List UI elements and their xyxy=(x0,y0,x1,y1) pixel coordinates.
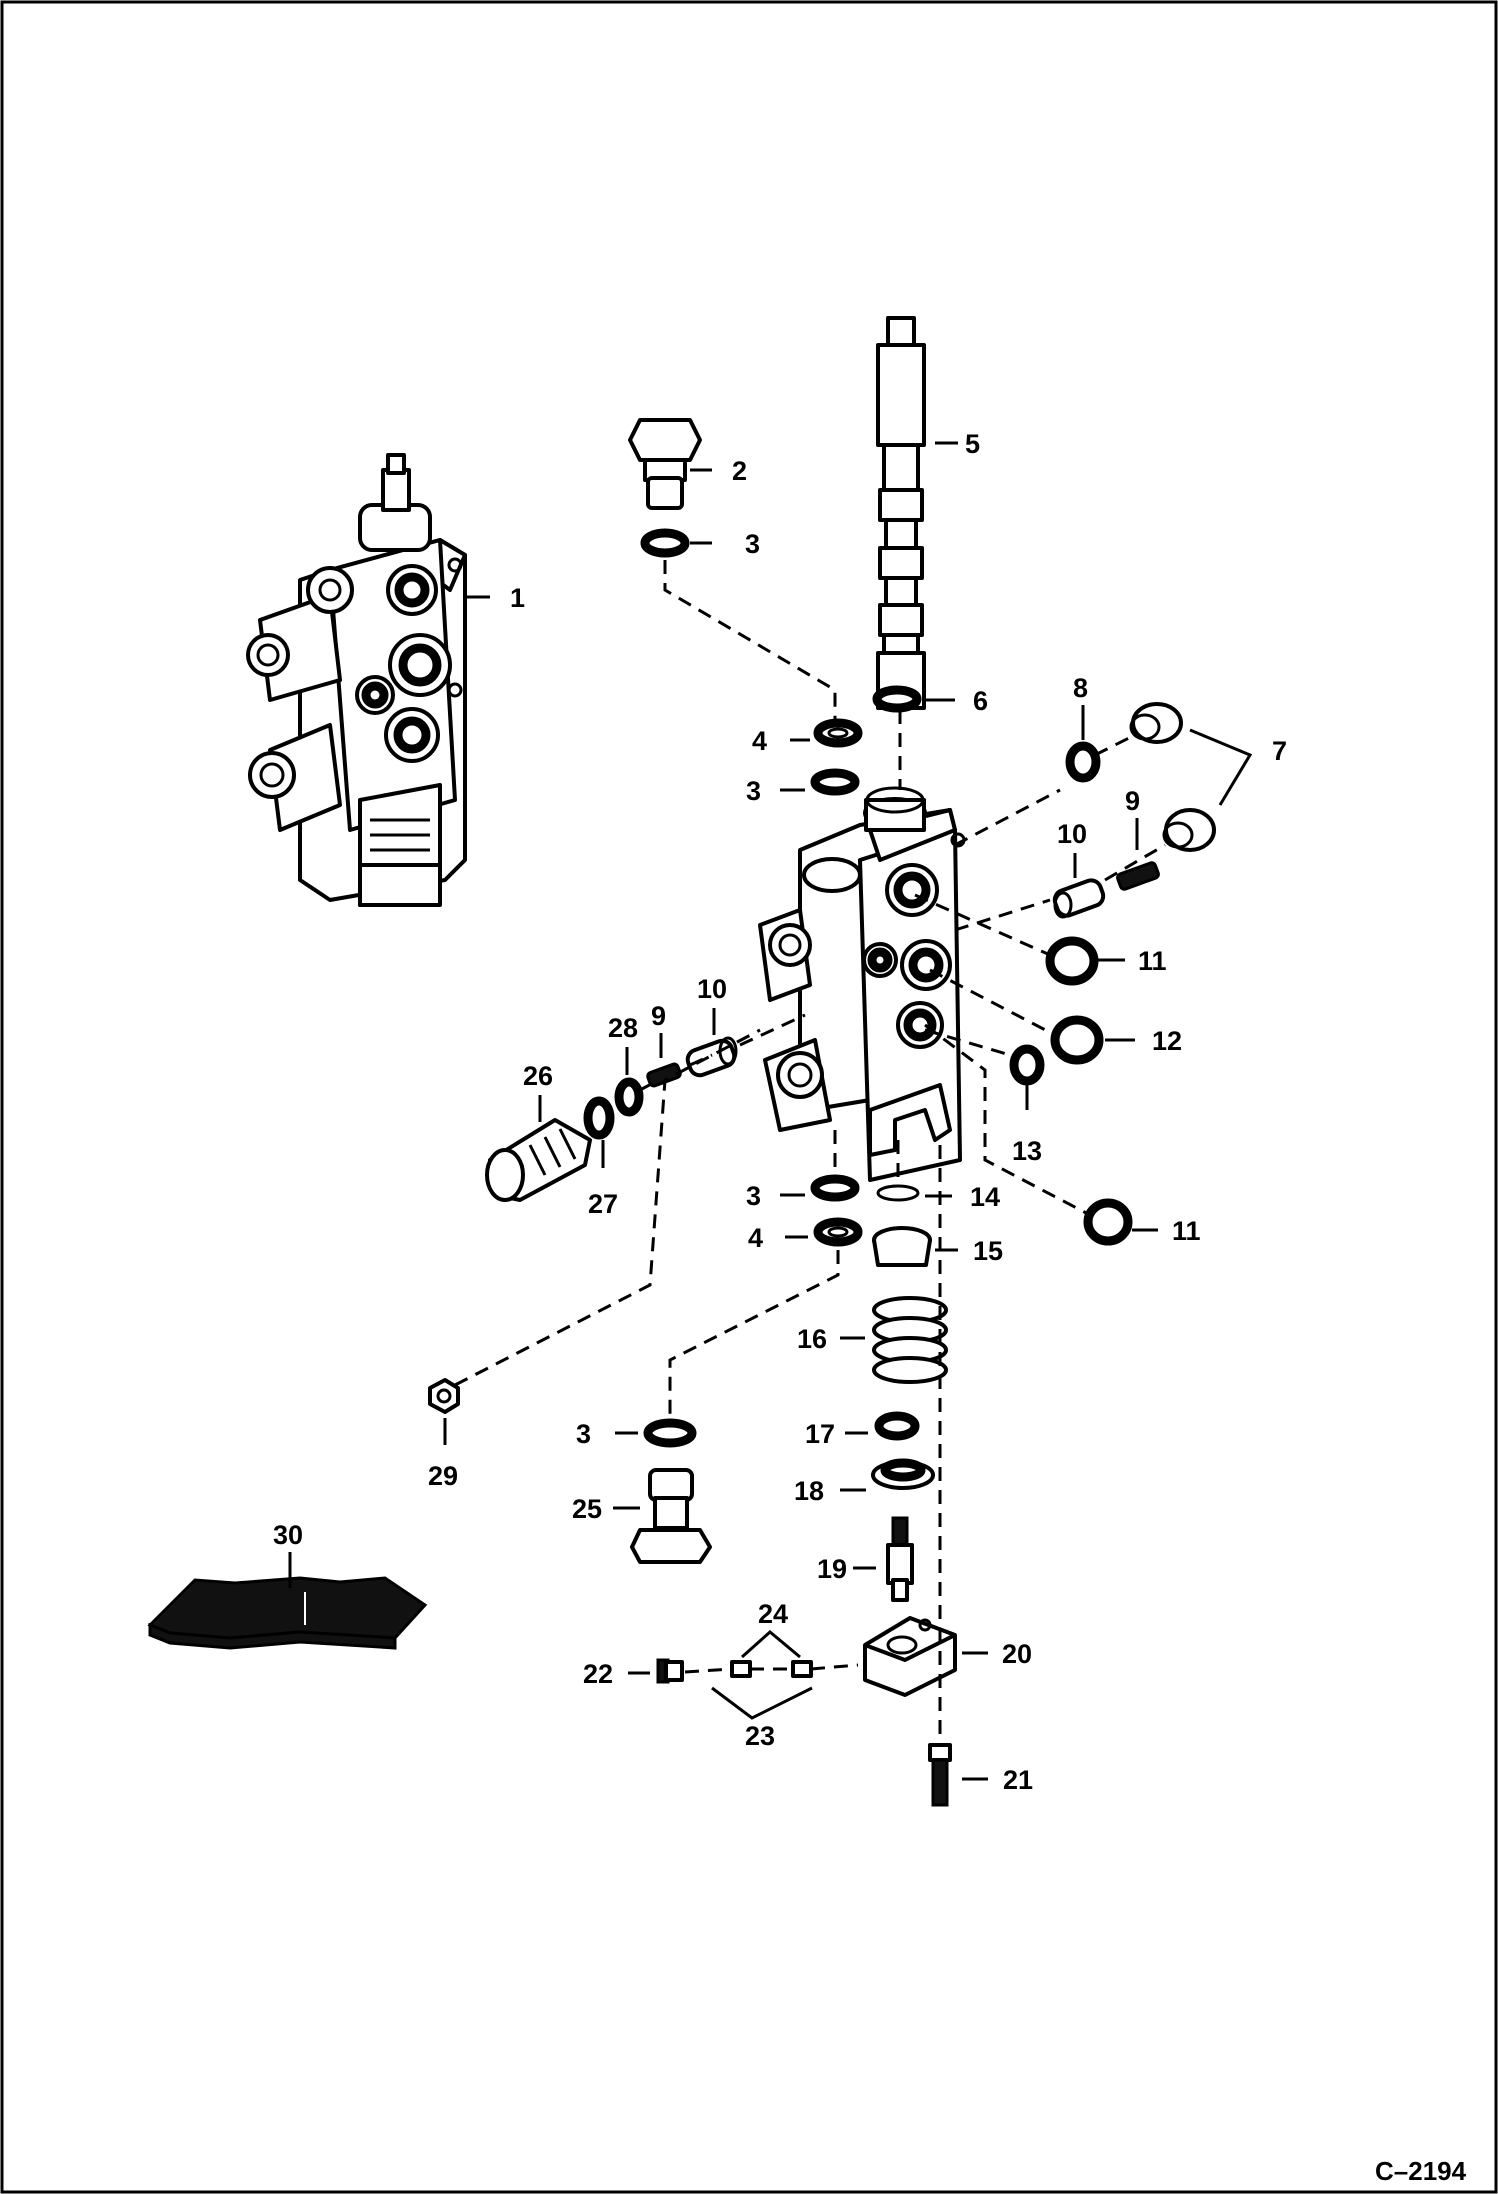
callout-17: 17 xyxy=(805,1419,835,1449)
callout-11-bottom: 11 xyxy=(1172,1216,1201,1246)
callout-8: 8 xyxy=(1073,673,1088,703)
callout-14: 14 xyxy=(970,1182,1000,1212)
callout-7: 7 xyxy=(1272,736,1287,766)
spool-icon xyxy=(876,316,926,710)
seal-kit-icon xyxy=(147,1576,428,1650)
callout-22: 22 xyxy=(583,1659,613,1689)
plug-icon xyxy=(871,1458,935,1490)
callout-5: 5 xyxy=(965,429,980,459)
end-cap-icon xyxy=(863,1616,957,1697)
callout-3-top: 3 xyxy=(745,529,760,559)
plug-icon xyxy=(1052,878,1106,919)
callout-1: 1 xyxy=(510,583,525,613)
o-ring-icon xyxy=(640,528,690,558)
callout-9-left: 9 xyxy=(651,1001,666,1031)
plug-icon xyxy=(685,1036,738,1078)
callout-23: 23 xyxy=(745,1721,775,1751)
plug-icon xyxy=(656,1658,684,1684)
plug-icon xyxy=(1129,702,1183,744)
o-ring-icon xyxy=(614,1077,644,1117)
callout-16: 16 xyxy=(797,1324,827,1354)
o-ring-icon xyxy=(643,1418,697,1448)
callout-3-mid: 3 xyxy=(746,776,761,806)
callout-15: 15 xyxy=(973,1236,1003,1266)
callout-10-right: 10 xyxy=(1057,819,1087,849)
callout-29: 29 xyxy=(428,1461,458,1491)
callout-9-right: 9 xyxy=(1125,786,1140,816)
callout-24: 24 xyxy=(758,1599,788,1629)
callout-27: 27 xyxy=(588,1189,618,1219)
callout-19: 19 xyxy=(817,1554,847,1584)
callout-26: 26 xyxy=(523,1061,553,1091)
callout-10-left: 10 xyxy=(697,974,727,1004)
valve-body-icon xyxy=(758,786,966,1182)
callout-6: 6 xyxy=(973,686,988,716)
callout-20: 20 xyxy=(1002,1639,1032,1669)
orifice-icon xyxy=(791,1660,813,1678)
callout-25: 25 xyxy=(572,1494,602,1524)
o-ring-icon xyxy=(876,1184,920,1202)
o-ring-icon xyxy=(1065,741,1101,783)
callout-3-bottom: 3 xyxy=(576,1419,591,1449)
bolt-icon xyxy=(928,1743,952,1807)
drawing-code: C–2194 xyxy=(1375,2156,1467,2186)
callout-4-top: 4 xyxy=(752,726,767,756)
o-ring-icon xyxy=(1045,936,1099,986)
spring-icon xyxy=(646,1062,682,1088)
o-ring-icon xyxy=(1083,1198,1133,1246)
nut-icon xyxy=(428,1378,460,1414)
callout-12: 12 xyxy=(1152,1026,1182,1056)
plug-icon xyxy=(485,1118,592,1202)
plug-icon xyxy=(872,1226,932,1267)
o-ring-icon xyxy=(583,1096,615,1140)
o-ring-icon xyxy=(810,768,860,796)
plug-icon xyxy=(630,1468,712,1564)
callout-21: 21 xyxy=(1003,1765,1033,1795)
plug-icon xyxy=(1162,808,1216,852)
callout-30: 30 xyxy=(273,1520,303,1550)
callout-13: 13 xyxy=(1012,1136,1042,1166)
o-ring-icon xyxy=(813,1217,863,1247)
callout-3-lower: 3 xyxy=(746,1181,761,1211)
callout-2: 2 xyxy=(732,456,747,486)
spring-icon xyxy=(872,1296,948,1384)
o-ring-icon xyxy=(874,1411,920,1441)
callout-4-lower: 4 xyxy=(748,1223,763,1253)
callout-28: 28 xyxy=(608,1013,638,1043)
callout-18: 18 xyxy=(794,1476,824,1506)
o-ring-icon xyxy=(810,1174,860,1202)
assembled-valve-section-icon xyxy=(246,453,467,907)
o-ring-icon xyxy=(1050,1015,1104,1065)
spring-icon xyxy=(1116,861,1160,891)
o-ring-icon xyxy=(1009,1044,1045,1086)
plug-icon xyxy=(628,418,702,510)
plug-icon xyxy=(886,1516,914,1602)
o-ring-icon xyxy=(872,685,922,713)
callout-11-top: 11 xyxy=(1138,946,1167,976)
o-ring-icon xyxy=(813,718,863,748)
orifice-icon xyxy=(730,1660,752,1678)
